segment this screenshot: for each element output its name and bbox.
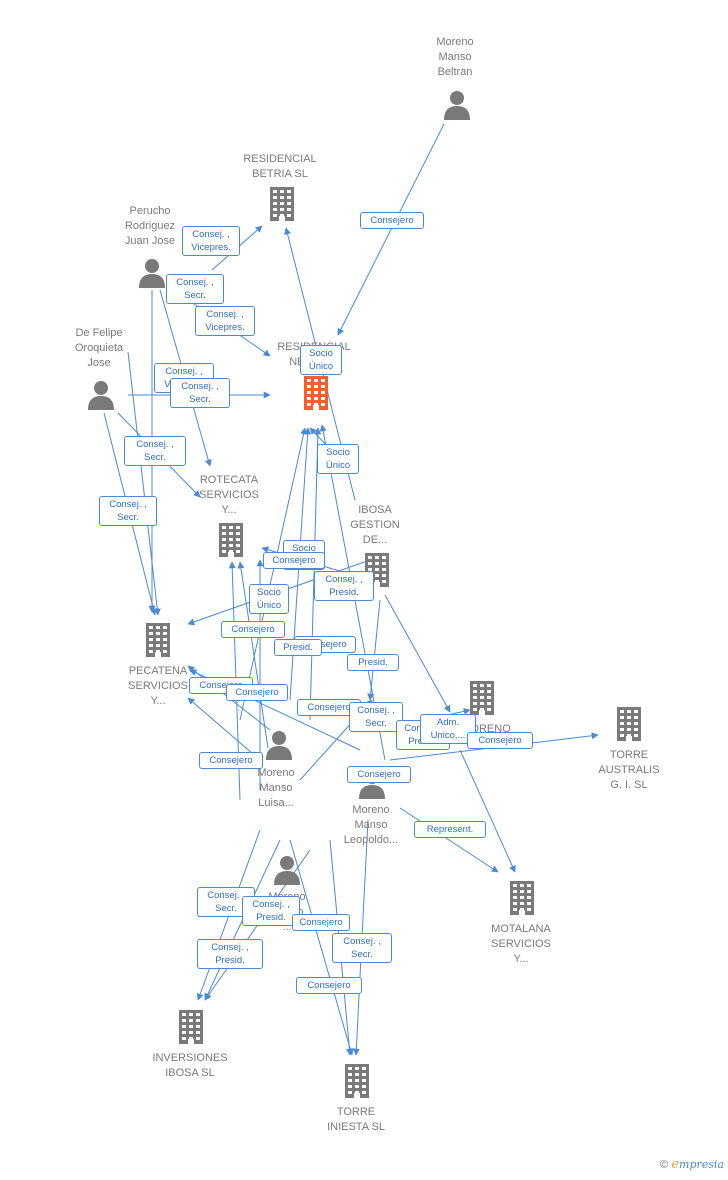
relation-badge[interactable]: Consej. , Secr. — [349, 702, 403, 732]
building-icon[interactable] — [468, 681, 496, 720]
person-icon[interactable] — [443, 90, 471, 125]
person-icon[interactable] — [265, 730, 293, 765]
relation-badge[interactable]: Consejero — [347, 766, 411, 783]
relation-badge[interactable]: Socio Único — [317, 444, 359, 474]
node-label-torre-australis[interactable]: TORRE AUSTRALIS G. I. SL — [598, 749, 660, 791]
node-label-pecatena[interactable]: PECATENA SERVICIOS Y... — [128, 665, 188, 707]
relation-badge[interactable]: Consejero — [199, 752, 263, 769]
relation-edge — [239, 427, 308, 721]
relation-edge — [384, 594, 451, 713]
relation-badge[interactable]: Consej. , Presid. — [197, 939, 263, 969]
building-icon[interactable] — [508, 881, 536, 920]
node-label-inversiones-ibosa[interactable]: INVERSIONES IBOSA SL — [152, 1052, 228, 1079]
relation-badge[interactable]: Consej. , Secr. — [170, 378, 230, 408]
node-label-moreno-beltran[interactable]: Moreno Manso Beltran — [436, 36, 474, 78]
node-label-torre-iniesta[interactable]: TORRE INIESTA SL — [327, 1106, 385, 1133]
relation-badge[interactable]: Consej. , Vicepres. — [182, 226, 240, 256]
building-icon[interactable] — [615, 707, 643, 746]
node-label-moreno-luisa[interactable]: Moreno Manso Luisa... — [257, 767, 295, 809]
relation-badge[interactable]: Consejero — [296, 977, 362, 994]
person-icon[interactable] — [87, 380, 115, 415]
building-icon[interactable] — [268, 187, 296, 226]
relation-badge[interactable]: Consejero — [467, 732, 533, 749]
relation-badge[interactable]: Consej. , Secr. — [124, 436, 186, 466]
node-label-motalana[interactable]: MOTALANA SERVICIOS Y... — [491, 923, 551, 965]
relation-badge[interactable]: Consej. , Secr. — [332, 933, 392, 963]
relation-badge[interactable]: Consejero — [292, 914, 350, 931]
relation-edge — [127, 351, 161, 616]
relation-badge[interactable]: Adm. Unico,... — [420, 714, 476, 744]
relation-badge[interactable]: Consejero — [360, 212, 424, 229]
relation-badge[interactable]: Consej. , Secr. — [99, 496, 157, 526]
building-icon[interactable] — [343, 1064, 371, 1103]
relation-badge[interactable]: Consejero — [221, 621, 285, 638]
node-label-moreno-leopoldo[interactable]: Moreno Manso Leopoldo... — [343, 804, 399, 846]
building-icon[interactable] — [302, 376, 330, 415]
relation-badge[interactable]: Consej. , Vicepres. — [195, 306, 255, 336]
relation-badge[interactable]: Consej. , Presid. — [242, 896, 300, 926]
relation-badge[interactable]: Socio Único — [249, 584, 289, 614]
relation-edge — [337, 123, 445, 336]
building-icon[interactable] — [144, 623, 172, 662]
relation-badge[interactable]: Consej. , Presid. — [314, 571, 374, 601]
person-icon[interactable] — [273, 855, 301, 890]
building-icon[interactable] — [217, 523, 245, 562]
relation-badge[interactable]: Consejero — [226, 684, 288, 701]
node-label-ibosa-gestion[interactable]: IBOSA GESTION DE... — [350, 504, 400, 546]
building-icon[interactable] — [177, 1010, 205, 1049]
node-label-perucho[interactable]: Perucho Rodriguez Juan Jose — [124, 205, 176, 247]
relation-badge[interactable]: Socio Único — [300, 345, 342, 375]
relation-edge — [459, 749, 516, 873]
node-label-de-felipe[interactable]: De Felipe Oroquieta Jose — [74, 327, 124, 369]
relation-badge[interactable]: Presid. — [274, 639, 322, 656]
relation-badge[interactable]: Consej. , Secr. — [166, 274, 224, 304]
node-label-rotecata[interactable]: ROTECATA SERVICIOS Y... — [199, 474, 259, 516]
person-icon[interactable] — [138, 258, 166, 293]
relation-edge — [289, 839, 354, 1056]
relation-badge[interactable]: Represent. — [414, 821, 486, 838]
relation-edge — [399, 807, 499, 873]
empresia-logo: © empresia — [660, 1157, 724, 1172]
node-label-residencial-betria[interactable]: RESIDENCIAL BETRIA SL — [243, 153, 317, 180]
relation-badge[interactable]: Consejero — [263, 552, 325, 569]
relation-badge[interactable]: Presid. — [347, 654, 399, 671]
relation-edge — [367, 599, 381, 701]
relation-edge — [187, 697, 261, 761]
